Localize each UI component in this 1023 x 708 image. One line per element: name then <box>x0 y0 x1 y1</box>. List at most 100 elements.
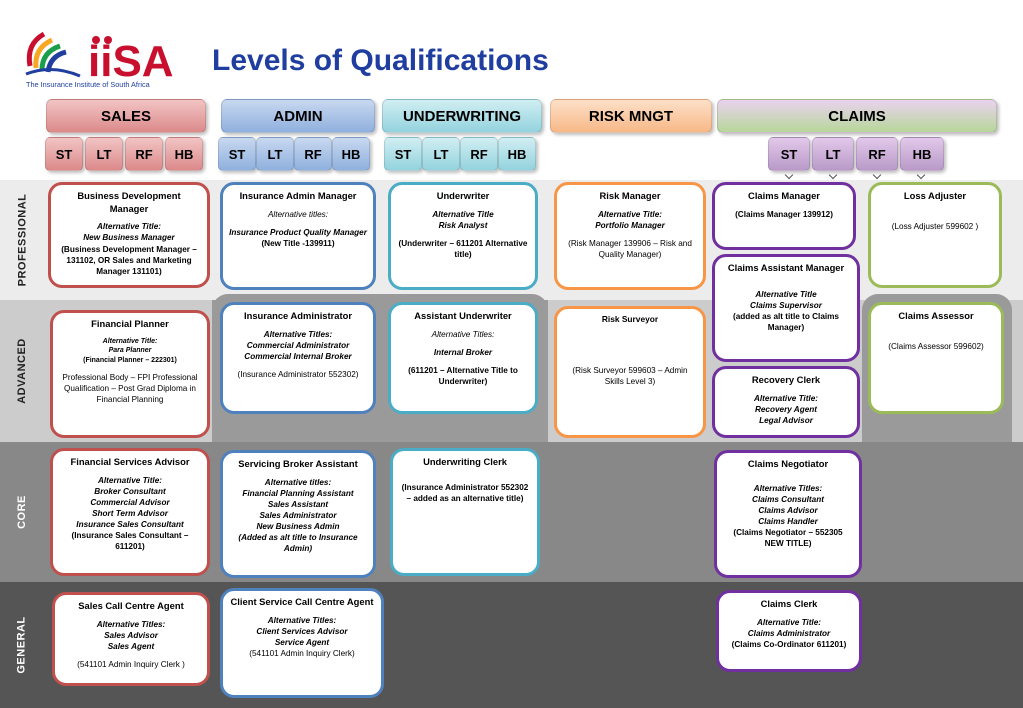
occupation-code: (Insurance Administrator 552302) <box>237 369 359 379</box>
alt-label: Alternative Titles: <box>267 615 337 625</box>
sub-claims-rf: RF <box>856 137 898 171</box>
occupation-code: (Claims Manager 139912) <box>735 209 833 219</box>
card-assistant-underwriter: Assistant Underwriter Alternative Titles… <box>388 302 538 414</box>
column-header-admin: ADMIN <box>221 99 375 133</box>
card-title: Claims Assistant Manager <box>727 262 845 273</box>
occupation-code: (Loss Adjuster 599602 ) <box>891 221 979 231</box>
alt-label: Alternative titles: <box>264 477 332 487</box>
level-label-professional: PROFESSIONAL <box>16 193 29 287</box>
alt-title: (Added as alt title to Insurance Admin) <box>238 533 358 554</box>
card-title: Risk Manager <box>599 190 661 201</box>
card-claims-manager: Claims Manager (Claims Manager 139912) <box>712 182 856 250</box>
alt-title: Claims Administrator <box>747 628 831 638</box>
level-label-core: CORE <box>16 495 28 529</box>
card-claims-assessor: Claims Assessor (Claims Assessor 599602) <box>868 302 1004 414</box>
card-risk-surveyor: Risk Surveyor (Risk Surveyor 599603 – Ad… <box>554 306 706 438</box>
occupation-code: (added as alt title to Claims Manager) <box>732 311 839 332</box>
card-claims-clerk: Claims Clerk Alternative Title: Claims A… <box>716 590 862 672</box>
alt-label: Alternative Title: <box>753 393 818 403</box>
alt-label: Alternative Titles: <box>753 483 823 493</box>
card-title: Risk Surveyor <box>601 314 659 324</box>
alt-title: Sales Assistant <box>267 499 329 509</box>
occupation-code: (Business Development Manager – 131102, … <box>61 244 197 276</box>
card-servicing-broker-assistant: Servicing Broker Assistant Alternative t… <box>220 450 376 578</box>
card-claims-negotiator: Claims Negotiator Alternative Titles: Cl… <box>714 450 862 578</box>
alt-title: Client Services Advisor <box>256 626 348 636</box>
alt-label: Alternative Title: <box>102 337 158 345</box>
alt-title: Commercial Advisor <box>90 497 170 507</box>
alt-label: Alternative Titles: <box>263 329 333 339</box>
column-header-underwriting: UNDERWRITING <box>382 99 542 133</box>
level-label-general: GENERAL <box>16 616 28 674</box>
sub-uw-rf: RF <box>460 137 498 171</box>
alt-title: Service Agent <box>274 637 330 647</box>
alt-title: Insurance Product Quality Manager <box>229 227 367 237</box>
card-title: Underwriter <box>436 190 490 201</box>
occupation-code: (Claims Negotiator – 552305 NEW TITLE) <box>733 527 843 548</box>
alt-label: Alternative Titles: <box>431 329 495 339</box>
alt-title: Sales Administrator <box>259 510 337 520</box>
alt-title: Para Planner <box>108 347 152 355</box>
card-underwriter: Underwriter Alternative Title Risk Analy… <box>388 182 538 290</box>
card-title: Underwriting Clerk <box>423 456 507 467</box>
iisa-logo: iiSA The Insurance Institute of South Af… <box>22 24 202 90</box>
chevron-down-icon <box>828 170 838 180</box>
occupation-code: (Insurance Sales Consultant – 611201) <box>71 531 189 552</box>
alt-label: Alternative Title <box>755 289 817 299</box>
card-sales-call-centre-agent: Sales Call Centre Agent Alternative Titl… <box>52 592 210 686</box>
card-loss-adjuster: Loss Adjuster (Loss Adjuster 599602 ) <box>868 182 1002 288</box>
sub-sales-hb: HB <box>165 137 203 171</box>
alt-label: Alternative Title: <box>756 617 821 627</box>
card-title: Insurance Administrator <box>243 310 352 321</box>
alt-title: Broker Consultant <box>94 486 166 496</box>
sub-admin-lt: LT <box>256 137 294 171</box>
alt-title: Claims Handler <box>758 516 818 526</box>
occupation-code: (New Title -139911) <box>261 238 335 248</box>
card-recovery-clerk: Recovery Clerk Alternative Title: Recove… <box>712 366 860 438</box>
occupation-code: (611201 – Alternative Title to Underwrit… <box>408 365 518 386</box>
card-title: Servicing Broker Assistant <box>238 458 358 469</box>
card-title: Insurance Admin Manager <box>239 190 357 201</box>
card-note: Professional Body – FPI Professional Qua… <box>62 373 198 405</box>
card-title: Sales Call Centre Agent <box>78 600 184 611</box>
alt-title: New Business Manager <box>83 233 175 243</box>
sub-uw-hb: HB <box>498 137 536 171</box>
sub-admin-st: ST <box>218 137 256 171</box>
alt-label: Alternative Title: <box>96 222 161 232</box>
occupation-code: (Financial Planner – 222301) <box>83 356 177 364</box>
alt-title: Claims Supervisor <box>750 300 822 310</box>
occupation-code: (Risk Manager 139906 – Risk and Quality … <box>568 238 692 259</box>
occupation-code: (Claims Co-Ordinator 611201) <box>731 639 847 649</box>
card-claims-assistant-manager: Claims Assistant Manager Alternative Tit… <box>712 254 860 362</box>
occupation-code: (541101 Admin Inquiry Clerk) <box>249 648 355 658</box>
page-title: Levels of Qualifications <box>212 44 549 77</box>
card-title: Claims Clerk <box>760 598 818 609</box>
alt-label: Alternative Title: <box>97 475 162 485</box>
alt-title: Short Term Advisor <box>92 508 168 518</box>
chevron-down-icon <box>916 170 926 180</box>
sub-uw-lt: LT <box>422 137 460 171</box>
alt-title: Recovery Agent <box>754 404 818 414</box>
sub-sales-rf: RF <box>125 137 163 171</box>
card-title: Recovery Clerk <box>751 374 821 385</box>
card-title: Loss Adjuster <box>903 190 967 201</box>
alt-title: Commercial Administrator <box>246 340 350 350</box>
card-client-service-call-centre-agent: Client Service Call Centre Agent Alterna… <box>220 588 384 698</box>
alt-title: Claims Advisor <box>758 505 818 515</box>
sub-uw-st: ST <box>384 137 422 171</box>
card-title: Assistant Underwriter <box>414 310 512 321</box>
card-title: Financial Services Advisor <box>70 456 190 467</box>
alt-label: Alternative Title <box>432 209 494 219</box>
alt-title: Commercial Internal Broker <box>244 351 352 361</box>
chevron-down-icon <box>872 170 882 180</box>
sub-claims-st: ST <box>768 137 810 171</box>
card-insurance-administrator: Insurance Administrator Alternative Titl… <box>220 302 376 414</box>
occupation-code: (Underwriter – 611201 Alternative title) <box>398 238 528 259</box>
level-label-advanced: ADVANCED <box>16 338 28 404</box>
alt-title: New Business Admin <box>256 521 340 531</box>
sub-admin-hb: HB <box>332 137 370 171</box>
alt-title: Internal Broker <box>433 347 493 357</box>
card-insurance-admin-manager: Insurance Admin Manager Alternative titl… <box>220 182 376 290</box>
alt-title: Portfolio Manager <box>595 220 665 230</box>
alt-title: Insurance Sales Consultant <box>76 519 184 529</box>
